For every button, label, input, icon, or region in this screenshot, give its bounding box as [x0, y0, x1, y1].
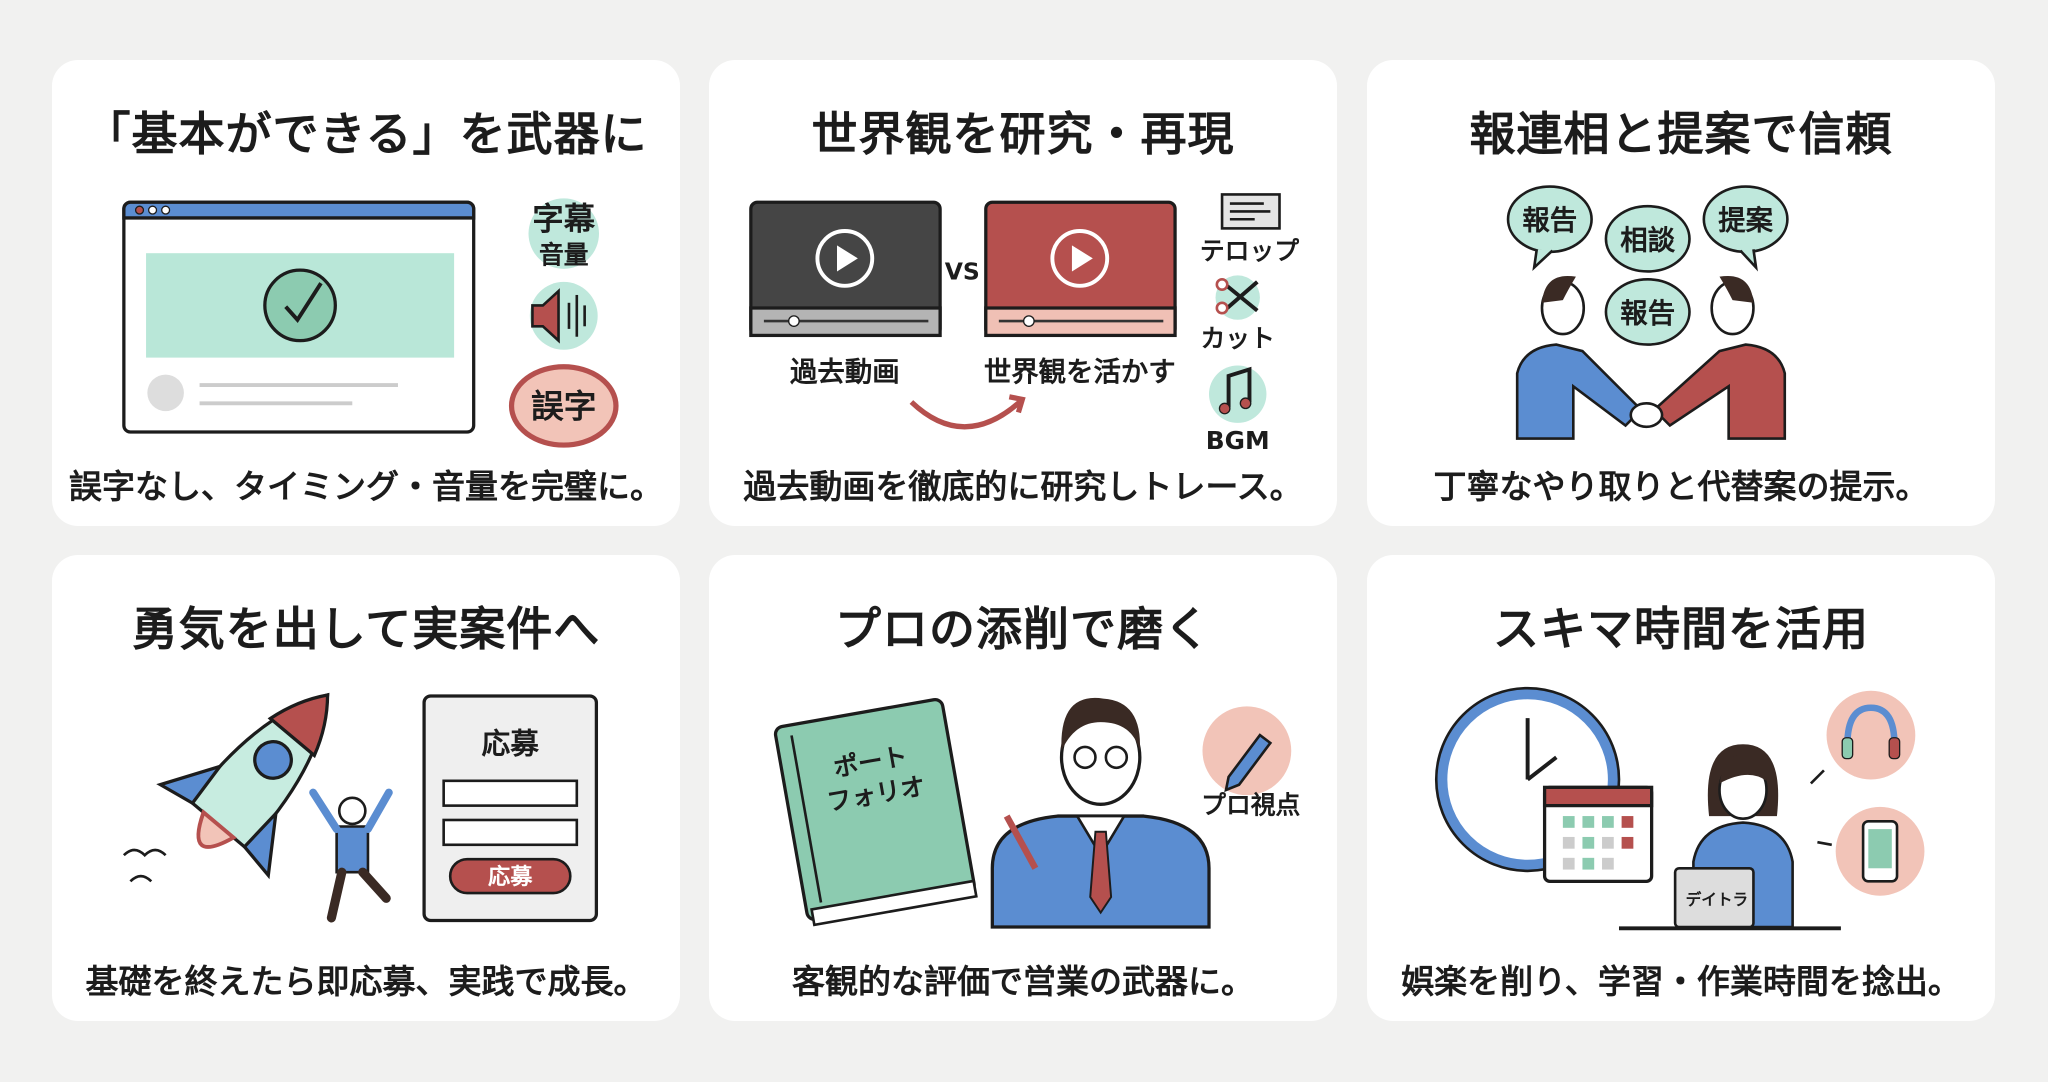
calendar-icon — [1542, 785, 1654, 883]
subtitles-label: 字幕 — [532, 201, 595, 238]
smartphone-icon — [1835, 806, 1925, 896]
handshake-icon — [1515, 275, 1787, 440]
telop-label: テロップ — [1200, 237, 1299, 266]
bubble-label: 提案 — [1718, 205, 1773, 237]
card-review: ポート フォリオ プロ視点 プロの添削で磨く 客観的な評価で営業の武器に。 — [709, 555, 1337, 1021]
card-caption: 基礎を終えたら即応募、実践で成長。 — [85, 962, 647, 1001]
woman-laptop-icon: デイトラ — [1618, 744, 1841, 931]
laptop-brand-label: デイトラ — [1686, 890, 1749, 909]
speaker-icon — [529, 281, 598, 350]
review-illustration: ポート フォリオ プロ視点 — [773, 697, 1301, 929]
music-note-icon — [1209, 365, 1267, 423]
headphones-icon — [1826, 690, 1916, 780]
card-caption: 誤字なし、タイミング・音量を完璧に。 — [69, 467, 663, 506]
pencil-icon — [1202, 706, 1292, 796]
past-videos-label: 過去動画 — [790, 357, 900, 388]
volume-label: 音量 — [539, 241, 589, 270]
apply-button[interactable] — [448, 857, 572, 895]
rocket-icon — [156, 692, 330, 880]
portfolio-book-icon: ポート フォリオ — [773, 698, 978, 927]
card-basics: 字幕 音量 誤字 「基本ができる」を武器に 誤字なし、タイミング・音量を完璧に。 — [52, 60, 680, 526]
card-caption: 客観的な評価で営業の武器に。 — [792, 962, 1254, 1001]
typo-label: 誤字 — [531, 388, 596, 426]
apply-illustration: 応募 応募 — [122, 692, 599, 923]
pro-view-label: プロ視点 — [1201, 790, 1300, 819]
basics-illustration: 字幕 音量 誤字 — [122, 198, 619, 448]
card-title: 世界観を研究・再現 — [811, 107, 1235, 161]
form-title: 応募 — [482, 726, 540, 760]
communication-illustration: 報告 相談 提案 報告 — [1506, 185, 1789, 440]
bubble-label: 相談 — [1620, 224, 1675, 256]
bgm-label: BGM — [1206, 426, 1270, 455]
card-caption: 丁寧なやり取りと代替案の提示。 — [1433, 467, 1929, 506]
vs-label: VS — [945, 257, 980, 285]
businessman-icon — [990, 697, 1211, 929]
apply-worldview-label: 世界観を活かす — [984, 356, 1176, 388]
card-apply: 応募 応募 勇気を出して実案件へ 基礎を終えたら即応募、実践で成長。 — [52, 555, 680, 1021]
card-title: プロの添削で磨く — [835, 602, 1211, 656]
card-title: 勇気を出して実案件へ — [131, 602, 601, 656]
apply-button-label[interactable]: 応募 — [488, 863, 533, 890]
cut-label: カット — [1201, 324, 1275, 353]
check-circle-icon — [263, 268, 337, 343]
arrow-icon — [909, 400, 1022, 430]
spare-time-illustration: デイトラ — [1434, 686, 1925, 931]
bubble-label: 報告 — [1522, 205, 1577, 237]
worldview-illustration: VS 過去動画 世界観を活かす テロップ カット BGM — [749, 193, 1299, 455]
speech-bubble-icon — [1506, 185, 1789, 346]
jumping-person-icon — [309, 788, 393, 923]
scissors-icon — [1215, 275, 1260, 320]
card-communication: 報告 相談 提案 報告 報連相と提案で信頼 丁寧なやり取りと代替案の提示。 — [1367, 60, 1995, 526]
video-player-icon — [984, 200, 1177, 338]
card-worldview: VS 過去動画 世界観を活かす テロップ カット BGM 世界観を研究・再現 — [709, 60, 1337, 526]
card-title: 「基本ができる」を武器に — [84, 107, 648, 161]
caption-box-icon — [1220, 193, 1281, 230]
video-player-icon — [749, 200, 942, 338]
card-title: 報連相と提案で信頼 — [1469, 107, 1893, 161]
card-title: スキマ時間を活用 — [1493, 602, 1869, 656]
typo-circle — [508, 364, 619, 448]
card-caption: 娯楽を削り、学習・作業時間を捻出。 — [1401, 962, 1961, 1001]
card-caption: 過去動画を徹底的に研究しトレース。 — [743, 467, 1303, 506]
card-spare-time: デイトラ スキマ時間を活用 娯楽を削り、学習・作業時間を捻出。 — [1367, 555, 1995, 1021]
bubble-label: 報告 — [1620, 297, 1675, 329]
